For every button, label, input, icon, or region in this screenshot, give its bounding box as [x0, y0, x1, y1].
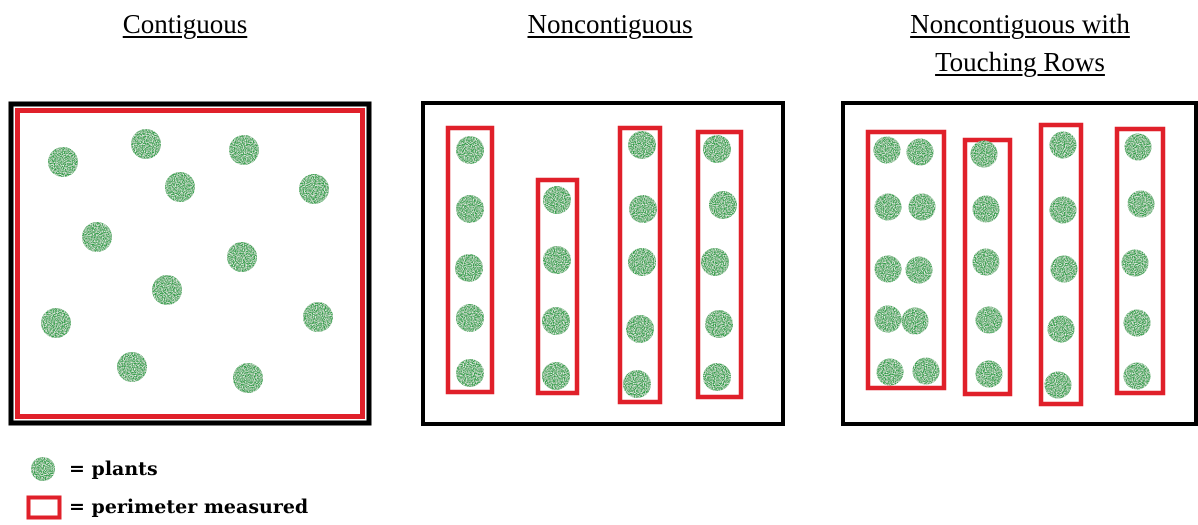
plant: [906, 138, 934, 166]
plant: [703, 363, 731, 391]
plant: [908, 193, 936, 221]
plant: [972, 195, 1000, 223]
plant: [1047, 315, 1075, 343]
perimeters-measured: [445, 125, 744, 405]
perimeter-measured: [617, 125, 663, 405]
plant: [1123, 362, 1151, 390]
plant: [543, 186, 571, 214]
plant: [117, 352, 147, 382]
plant: [1049, 131, 1077, 159]
plant: [703, 135, 731, 163]
plant: [41, 308, 71, 338]
plant: [1049, 196, 1077, 224]
plant: [229, 135, 259, 165]
legend-perimeter-label: = perimeter measured: [69, 496, 309, 518]
perimeter-measured: [1114, 126, 1166, 396]
plant: [233, 363, 263, 393]
plant: [542, 362, 570, 390]
perimeter-measured: [1038, 122, 1084, 407]
plant: [873, 136, 901, 164]
plant: [701, 248, 729, 276]
plant: [874, 255, 902, 283]
plant: [912, 357, 940, 385]
perimeter-measured: [962, 137, 1013, 397]
plant: [303, 302, 333, 332]
plant: [905, 256, 933, 284]
plant: [705, 310, 733, 338]
panel-contiguous: [8, 101, 372, 426]
perimeter-measured: [865, 129, 947, 391]
plant: [876, 358, 904, 386]
plant: [152, 275, 182, 305]
plant: [970, 140, 998, 168]
plant: [543, 246, 571, 274]
plants: [41, 129, 333, 393]
plant: [972, 248, 1000, 276]
plant: [165, 172, 195, 202]
plant: [131, 129, 161, 159]
legend: [26, 457, 62, 520]
panel-noncontiguous-touching-rows: [841, 101, 1198, 426]
perimeter-icon: [26, 495, 62, 520]
perimeter-measured: [15, 108, 365, 419]
panel-title-contiguous: Contiguous: [122, 9, 248, 39]
plant: [626, 315, 654, 343]
plant: [227, 242, 257, 272]
plant: [709, 191, 737, 219]
panel-title-touching-rows: Noncontiguous with Touching Rows: [870, 5, 1170, 81]
plant: [975, 306, 1003, 334]
plant: [628, 131, 656, 159]
panel-noncontiguous: [421, 101, 785, 426]
perimeter-measured: [695, 129, 744, 400]
plants: [873, 131, 1155, 399]
plant: [975, 360, 1003, 388]
plant: [874, 305, 902, 333]
panel-title-line-1: Noncontiguous with: [910, 9, 1130, 39]
perimeter-measured: [445, 125, 495, 395]
plant: [1050, 255, 1078, 283]
plant: [542, 307, 570, 335]
plant: [1123, 309, 1151, 337]
panel-title-line-2: Touching Rows: [935, 47, 1105, 77]
plant: [629, 195, 657, 223]
perimeters-measured: [865, 122, 1166, 407]
plant: [1044, 371, 1072, 399]
plant: [874, 193, 902, 221]
plant: [456, 195, 484, 223]
panel-title-noncontiguous: Noncontiguous: [527, 9, 693, 39]
plant: [456, 359, 484, 387]
plant: [82, 222, 112, 252]
plant: [1121, 249, 1149, 277]
plant: [299, 174, 329, 204]
legend-plants-label: = plants: [69, 458, 158, 480]
plant: [456, 136, 484, 164]
plant: [623, 370, 651, 398]
plant: [48, 147, 78, 177]
plant: [455, 254, 483, 282]
plant-icon: [31, 457, 55, 481]
perimeter-measured: [535, 177, 580, 396]
plant: [901, 307, 929, 335]
plants: [455, 131, 737, 398]
plant: [1124, 133, 1152, 161]
plant: [456, 304, 484, 332]
plant: [1127, 190, 1155, 218]
plant: [628, 248, 656, 276]
